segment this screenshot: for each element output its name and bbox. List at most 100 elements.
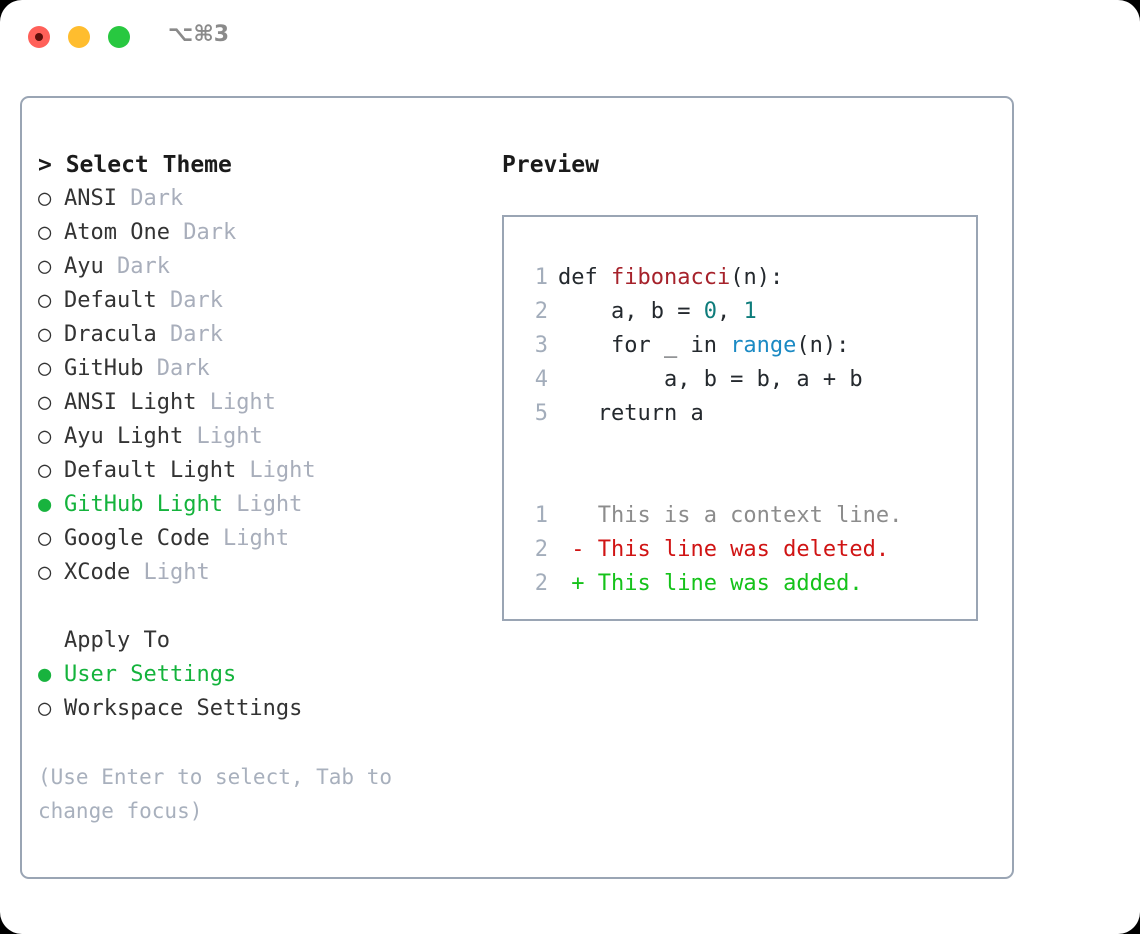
code-token: + This line was added. <box>558 571 863 596</box>
theme-option-kind: Dark <box>116 186 184 211</box>
theme-option-kind: Dark <box>143 356 210 381</box>
apply-to-option-label: User Settings <box>64 662 237 687</box>
code-token: This is a context line. <box>558 503 903 528</box>
code-line: 2 - This line was deleted. <box>504 533 976 567</box>
theme-option-label: GitHub Light <box>64 492 223 517</box>
theme-option-kind: Light <box>236 458 316 483</box>
code-line: 2 a, b = 0, 1 <box>504 295 976 329</box>
select-theme-header: > Select Theme <box>38 152 232 178</box>
dialog-window: > Select Theme ○ANSI Dark○Atom One Dark○… <box>20 96 1014 879</box>
traffic-lights <box>28 26 130 48</box>
panes-container: > Select Theme ○ANSI Dark○Atom One Dark○… <box>22 98 1012 877</box>
radio-unselected-icon: ○ <box>38 288 52 313</box>
line-number: 2 <box>534 571 548 596</box>
radio-unselected-icon: ○ <box>38 356 52 381</box>
radio-unselected-icon: ○ <box>38 560 52 585</box>
theme-option-kind: Dark <box>169 220 237 245</box>
theme-option-kind: Light <box>209 526 290 551</box>
theme-option-atom-one[interactable]: ○ Atom One Dark <box>38 216 494 250</box>
radio-unselected-icon: ○ <box>38 186 52 211</box>
apply-to-header: Apply To <box>64 628 170 653</box>
theme-option-xcode[interactable]: ○ XCode Light <box>38 556 494 590</box>
theme-option-google-code[interactable]: ○ Google Code Light <box>38 522 494 556</box>
theme-option-label: Google Code <box>64 526 210 551</box>
minimize-icon[interactable] <box>68 26 90 48</box>
theme-option-kind: Light <box>196 390 276 415</box>
apply-to-option-user-settings[interactable]: ● User Settings <box>38 658 494 692</box>
radio-unselected-icon: ○ <box>38 526 52 551</box>
theme-option-label: Ayu Light <box>64 424 184 449</box>
radio-unselected-icon: ○ <box>38 696 52 721</box>
apply-to-list[interactable]: ● User Settings ○ Workspace Settings <box>38 658 494 726</box>
line-number: 4 <box>534 367 548 392</box>
theme-option-ayu[interactable]: ○ Ayu Dark <box>38 250 494 284</box>
code-token <box>558 435 571 460</box>
theme-option-label: Atom One <box>64 220 170 245</box>
code-token: a, b = <box>558 299 704 324</box>
theme-option-kind: Light <box>183 424 263 449</box>
theme-option-kind: Light <box>222 492 303 517</box>
theme-list[interactable]: ○ANSI Dark○Atom One Dark○Ayu Dark○Defaul… <box>38 182 494 590</box>
line-number: 5 <box>534 401 548 426</box>
code-token: (n): <box>796 333 850 358</box>
code-line: 1 This is a context line. <box>504 499 976 533</box>
code-line <box>504 431 976 465</box>
code-token: return a <box>558 401 704 426</box>
theme-option-label: Ayu <box>64 254 104 279</box>
theme-option-dracula[interactable]: ○Dracula Dark <box>38 318 494 352</box>
theme-option-label: Default <box>64 288 157 313</box>
line-number: 1 <box>534 265 548 290</box>
radio-unselected-icon: ○ <box>38 424 52 449</box>
theme-option-github-light[interactable]: ● GitHub Light Light <box>38 488 494 522</box>
code-token: fibonacci <box>610 265 731 290</box>
theme-option-label: ANSI Light <box>64 390 197 415</box>
close-icon[interactable] <box>28 26 50 48</box>
theme-option-kind: Light <box>130 560 210 585</box>
keyboard-hint-text: (Use Enter to select, Tab to change focu… <box>38 765 393 823</box>
code-line <box>504 465 976 499</box>
code-token: (n): <box>730 265 784 290</box>
apply-to-option-label: Workspace Settings <box>64 696 303 721</box>
theme-option-ayu-light[interactable]: ○ Ayu Light Light <box>38 420 494 454</box>
code-token: , <box>716 299 744 324</box>
theme-selector-pane: > Select Theme ○ANSI Dark○Atom One Dark○… <box>38 148 494 828</box>
line-number: 2 <box>534 299 548 324</box>
code-token: 0 <box>703 299 717 324</box>
theme-option-ansi[interactable]: ○ANSI Dark <box>38 182 494 216</box>
radio-unselected-icon: ○ <box>38 220 52 245</box>
theme-option-kind: Dark <box>156 322 223 347</box>
spacer <box>38 590 494 624</box>
code-token: a, b = b, a + b <box>558 367 863 392</box>
code-token: 1 <box>743 299 757 324</box>
radio-selected-icon: ● <box>38 662 52 687</box>
radio-unselected-icon: ○ <box>38 254 52 279</box>
line-number: 2 <box>534 537 548 562</box>
code-token: def <box>558 265 611 290</box>
code-line: 2 + This line was added. <box>504 567 976 601</box>
theme-option-kind: Dark <box>156 288 223 313</box>
code-token: - This line was deleted. <box>558 537 890 562</box>
radio-unselected-icon: ○ <box>38 390 52 415</box>
code-line: 5 return a <box>504 397 976 431</box>
theme-option-github[interactable]: ○GitHub Dark <box>38 352 494 386</box>
theme-option-default[interactable]: ○ Default Dark <box>38 284 494 318</box>
code-line: 4 a, b = b, a + b <box>504 363 976 397</box>
theme-option-ansi-light[interactable]: ○ ANSI Light Light <box>38 386 494 420</box>
code-line: 1 def fibonacci(n): <box>504 261 976 295</box>
code-line: 3 for _ in range(n): <box>504 329 976 363</box>
theme-option-label: XCode <box>64 560 131 585</box>
radio-selected-icon: ● <box>38 492 52 517</box>
radio-unselected-icon: ○ <box>38 458 52 483</box>
theme-option-default-light[interactable]: ○Default Light Light <box>38 454 494 488</box>
code-token <box>558 469 571 494</box>
keyboard-shortcut-label: ⌥⌘3 <box>168 22 230 47</box>
apply-to-option-workspace-settings[interactable]: ○ Workspace Settings <box>38 692 494 726</box>
line-number: 1 <box>534 503 548 528</box>
line-number: 3 <box>534 333 548 358</box>
maximize-icon[interactable] <box>108 26 130 48</box>
preview-header: Preview <box>502 152 599 178</box>
theme-option-kind: Dark <box>103 254 170 279</box>
radio-unselected-icon: ○ <box>38 322 52 347</box>
